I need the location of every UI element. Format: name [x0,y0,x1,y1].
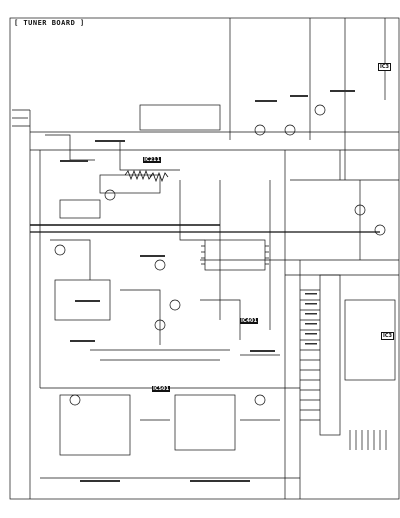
board-border [9,17,400,500]
ic-top-right-label: IC3 [378,63,392,71]
ic401-label: IC401 [240,318,258,324]
board-title: [ TUNER BOARD ] [13,19,86,27]
ic-right-mid-label: IC3 [381,332,395,340]
ic211-label: IC211 [143,157,161,163]
ic501-label: IC501 [152,386,170,392]
